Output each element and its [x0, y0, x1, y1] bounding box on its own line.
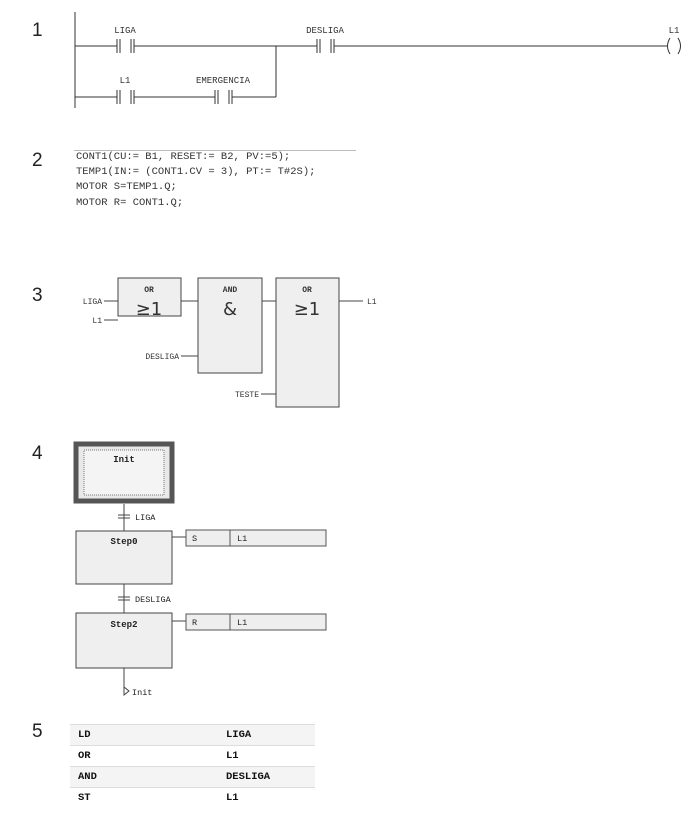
sfc-step0-label: Step0: [110, 537, 137, 547]
il-operand: LIGA: [218, 724, 315, 746]
st-line: MOTOR S=TEMP1.Q;: [76, 181, 177, 194]
sfc-init-label: Init: [113, 455, 135, 465]
ladder-label-coil-l1: L1: [669, 26, 680, 36]
il-operand: DESLIGA: [218, 766, 315, 788]
function-block-diagram: OR ≥1 AND & OR ≥1 LIGA L1 DESLIGA TESTE …: [83, 277, 377, 408]
sfc-jump-arrow: [123, 685, 130, 697]
fbd-block2-title: AND: [223, 286, 238, 295]
sfc-diagram: Init LIGA Step0 S L1 DESLIGA Step2 R L1 …: [73, 441, 327, 698]
table-row: OR L1: [70, 745, 315, 767]
fbd-block2-symbol: &: [223, 299, 237, 320]
ladder-diagram: LIGA DESLIGA L1 L1 EMERGENCIA: [74, 12, 681, 108]
section-number-5: 5: [32, 721, 43, 742]
fbd-input-teste: TESTE: [235, 391, 259, 400]
fbd-output-l1: L1: [367, 298, 377, 307]
table-row: LD LIGA: [70, 724, 315, 746]
il-op: AND: [70, 766, 218, 788]
sfc-transition-liga: LIGA: [135, 513, 156, 523]
il-op: OR: [70, 745, 218, 767]
table-row: ST L1: [70, 787, 315, 808]
fbd-block3-symbol: ≥1: [294, 299, 321, 320]
fbd-or-block-1: [117, 277, 182, 317]
fbd-input-desliga: DESLIGA: [145, 353, 179, 362]
ladder-label-desliga: DESLIGA: [306, 26, 344, 36]
fbd-block3-title: OR: [302, 286, 312, 295]
sfc-jump-target: Init: [132, 688, 152, 698]
il-op: ST: [70, 787, 218, 808]
sfc-step0: [75, 530, 173, 585]
ladder-label-liga: LIGA: [114, 26, 136, 36]
fbd-input-liga: LIGA: [83, 298, 102, 307]
sfc-action2-var: L1: [237, 618, 247, 628]
sfc-action0-qualifier: S: [192, 534, 197, 544]
il-operand: L1: [218, 787, 315, 808]
fbd-block1-symbol: ≥1: [136, 299, 163, 320]
structured-text-block: CONT1(CU:= B1, RESET:= B2, PV:=5); TEMP1…: [74, 150, 356, 211]
fbd-and-block: [197, 277, 263, 374]
sfc-step2-label: Step2: [110, 620, 137, 630]
sfc-action0-var: L1: [237, 534, 247, 544]
sfc-action0: [185, 529, 327, 547]
st-line: TEMP1(IN:= (CONT1.CV = 3), PT:= T#2S);: [76, 166, 316, 179]
st-line: CONT1(CU:= B1, RESET:= B2, PV:=5);: [76, 151, 291, 163]
instruction-list-table: LD LIGA OR L1 AND DESLIGA ST L1: [70, 724, 315, 808]
il-operand: L1: [218, 745, 315, 767]
sfc-transition-desliga: DESLIGA: [135, 595, 172, 605]
st-line: MOTOR R= CONT1.Q;: [76, 196, 184, 209]
section-number-2: 2: [32, 150, 43, 171]
ladder-label-l1: L1: [120, 76, 131, 86]
fbd-or-block-2: [275, 277, 340, 408]
il-op: LD: [70, 724, 218, 746]
structured-text-rule: [74, 150, 356, 151]
section-number-3: 3: [32, 285, 43, 306]
sfc-action2-qualifier: R: [192, 618, 197, 628]
table-row: AND DESLIGA: [70, 766, 315, 788]
sfc-action2: [185, 613, 327, 631]
section-number-1: 1: [32, 20, 43, 41]
sfc-step2: [75, 612, 173, 669]
fbd-input-l1: L1: [92, 317, 102, 326]
fbd-block1-title: OR: [144, 286, 154, 295]
ladder-label-emergencia: EMERGENCIA: [196, 76, 251, 86]
section-number-4: 4: [32, 443, 43, 464]
